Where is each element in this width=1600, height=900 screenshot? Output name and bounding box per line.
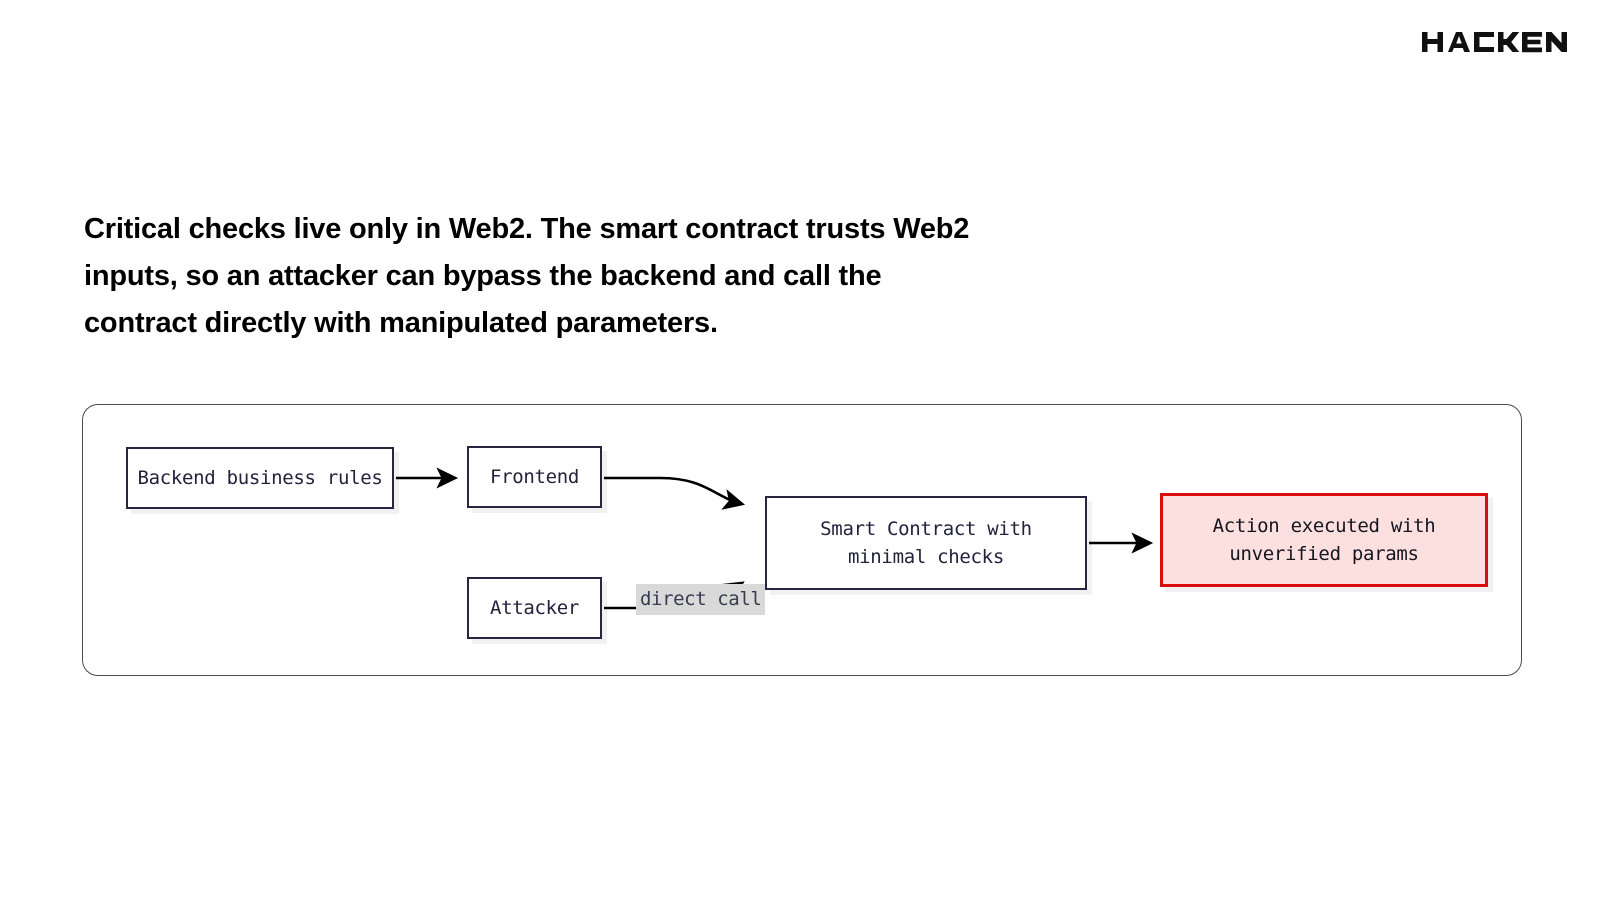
node-backend-business-rules[interactable]: Backend business rules <box>126 447 394 509</box>
hacken-logo <box>1422 28 1572 56</box>
intro-paragraph: Critical checks live only in Web2. The s… <box>84 213 970 339</box>
node-attacker[interactable]: Attacker <box>467 577 602 639</box>
node-frontend[interactable]: Frontend <box>467 446 602 508</box>
hacken-wordmark-icon <box>1422 32 1567 53</box>
node-label-line2: unverified params <box>1229 543 1419 565</box>
node-label: Backend business rules <box>137 467 383 489</box>
node-label: Frontend <box>489 466 580 488</box>
node-label-line2: minimal checks <box>848 546 1004 568</box>
node-action-executed[interactable]: Action executed with unverified params <box>1160 493 1488 587</box>
edge-label-direct-call: direct call <box>636 584 766 615</box>
node-smart-contract[interactable]: Smart Contract with minimal checks <box>765 496 1087 590</box>
node-label-line1: Action executed with <box>1212 515 1436 537</box>
node-label-line1: Smart Contract with <box>820 518 1032 540</box>
node-label: Attacker <box>489 597 580 619</box>
node-label-wrapper: Smart Contract with minimal checks <box>820 515 1032 571</box>
node-label-wrapper: Action executed with unverified params <box>1213 512 1436 568</box>
